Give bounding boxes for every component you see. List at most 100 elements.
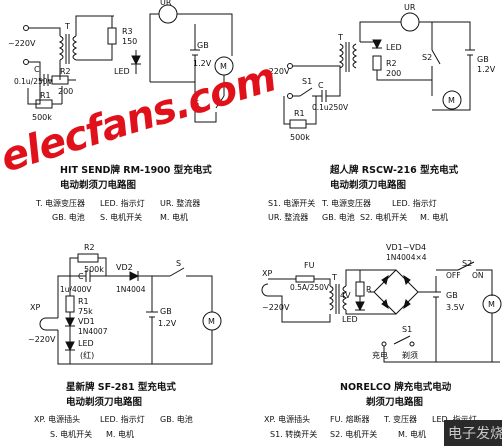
c4-switch-s1 xyxy=(393,335,411,345)
c2-rectifier-ur xyxy=(400,12,420,32)
c4-legend-5: S1. 转换开关 xyxy=(270,429,317,439)
c1-r2-label: R2 xyxy=(60,67,71,76)
c4-shave-label: 剃须 xyxy=(402,350,418,360)
c2-legend-4: UR. 整流器 xyxy=(268,212,308,222)
c4-led-label: LED xyxy=(342,315,358,324)
c4-wire xyxy=(268,295,331,323)
c4-s1-label: S1 xyxy=(402,325,412,334)
c4-bridge-value: 1N4004×4 xyxy=(386,253,427,262)
c3-title-line2: 电动剃须刀电路图 xyxy=(66,396,142,408)
c4-wire xyxy=(345,269,396,286)
c3-wire xyxy=(69,330,213,365)
c2-terminal-top xyxy=(287,63,293,69)
c1-legend-3: UR. 整流器 xyxy=(160,198,200,208)
c2-title-line1: 超人牌 RSCW-216 型充电式 xyxy=(329,164,459,176)
c1-wire xyxy=(149,13,159,82)
c3-c-value: 1u/400V xyxy=(60,285,92,294)
c3-r2-label: R2 xyxy=(84,243,95,252)
c3-legend-2: LED. 指示灯 xyxy=(100,414,145,424)
c3-diode-vd1 xyxy=(65,317,75,328)
c1-legend-6: M. 电机 xyxy=(160,212,188,222)
c1-gb-value: 1.2V xyxy=(193,59,212,68)
c1-wire xyxy=(28,27,61,36)
c3-resistor-r1 xyxy=(65,295,75,313)
c1-voltage-label: ~220V xyxy=(8,39,36,48)
c3-legend-5: M. 电机 xyxy=(106,429,134,439)
c2-led-label: LED xyxy=(386,43,402,52)
c2-legend-5: GB. 电池 xyxy=(322,212,355,222)
c3-diode-vd2 xyxy=(129,271,140,281)
c4-legend-6: S2. 电机开关 xyxy=(330,429,377,439)
c4-t-label: T xyxy=(331,273,337,282)
c4-s1-contact-charge xyxy=(381,341,387,347)
c4-wire xyxy=(314,278,331,286)
c4-led-icon xyxy=(355,301,365,312)
c2-r2-value: 200 xyxy=(386,69,401,78)
c1-legend-2: LED. 指示灯 xyxy=(100,198,145,208)
c2-s2-label: S2 xyxy=(422,53,432,62)
c4-resistor-r xyxy=(355,281,365,297)
c2-wire xyxy=(292,65,341,68)
c3-vd2-value: 1N4004 xyxy=(116,285,146,294)
c1-c-value: 0.1u/250V xyxy=(14,77,54,86)
c4-transformer-secondary xyxy=(342,285,348,311)
c1-gb-label: GB xyxy=(197,41,209,50)
c4-wire xyxy=(476,269,493,296)
c2-wire xyxy=(376,70,432,81)
c3-wire xyxy=(69,257,78,276)
c4-bridge-diode-1 xyxy=(381,274,389,285)
c3-led-icon xyxy=(65,341,75,352)
c1-terminal-bottom xyxy=(23,59,29,65)
c3-resistor-r2 xyxy=(77,253,99,263)
c3-wire xyxy=(57,330,70,365)
c4-legend-1: XP. 电源插头 xyxy=(264,414,310,424)
watermark-corner-text: 电子发烧友 xyxy=(448,426,502,442)
c4-fu-value: 0.5A/250V xyxy=(290,283,330,292)
c2-switch-s1 xyxy=(299,87,313,97)
c2-motor-icon xyxy=(442,90,462,110)
c2-wire xyxy=(306,96,317,125)
c1-r1-label: R1 xyxy=(40,91,51,100)
c4-wire xyxy=(345,310,396,315)
c4-gb-value: 3.5V xyxy=(446,303,465,312)
c2-resistor-r1 xyxy=(289,119,307,129)
c4-fu-label: FU xyxy=(304,261,315,270)
c2-ur-label: UR xyxy=(404,3,416,12)
c2-c-label: C xyxy=(318,81,324,90)
c2-title-line2: 电动剃须刀电路图 xyxy=(330,179,406,191)
c1-wire xyxy=(76,52,113,61)
c2-r1-label: R1 xyxy=(294,109,305,118)
c2-legend-1: S1. 电源开关 xyxy=(268,198,315,208)
c1-r1-value: 500k xyxy=(32,113,52,122)
c3-wire xyxy=(57,275,70,318)
c1-legend-1: T. 电源变压器 xyxy=(35,198,85,208)
c1-wire xyxy=(27,80,41,105)
c1-r3-value: 150 xyxy=(122,37,137,46)
c4-sec-label: 4V xyxy=(340,291,351,300)
c4-bridge-diode-4 xyxy=(403,299,411,310)
c1-resistor-r3 xyxy=(107,27,117,45)
c4-transformer-primary xyxy=(328,285,334,311)
c2-transformer-secondary xyxy=(352,43,358,69)
c2-transformer-primary xyxy=(338,43,344,69)
c2-wire xyxy=(283,96,290,125)
c1-terminal-top xyxy=(23,25,29,31)
c1-s-label: S xyxy=(194,99,199,108)
c2-wire xyxy=(359,21,401,42)
c4-off-label: OFF xyxy=(446,271,461,280)
c2-r2-label: R2 xyxy=(386,59,397,68)
c3-r1-label: R1 xyxy=(78,297,89,306)
c2-legend-6: S2. 电机开关 xyxy=(360,212,407,222)
c1-wire xyxy=(177,13,233,56)
c3-motor-icon xyxy=(202,311,222,331)
c4-bridge-diode-2 xyxy=(403,274,411,285)
circuit-1-caption: HIT SEND牌 RM-1900 型充电式 电动剃须刀电路图 T. 电源变压器… xyxy=(35,164,212,222)
c4-wire xyxy=(383,346,500,363)
c1-title-line1: HIT SEND牌 RM-1900 型充电式 xyxy=(60,164,212,176)
c2-wire xyxy=(326,68,341,97)
c4-fuse xyxy=(295,275,315,283)
circuit-2-caption: 超人牌 RSCW-216 型充电式 电动剃须刀电路图 S1. 电源开关 T. 电… xyxy=(268,164,459,222)
c2-gb-label: GB xyxy=(477,55,489,64)
circuit-3: R2 500k C 1u/400V VD2 1N4004 S R1 75k VD… xyxy=(28,243,222,365)
c2-voltage-label: ~220V xyxy=(262,67,290,76)
